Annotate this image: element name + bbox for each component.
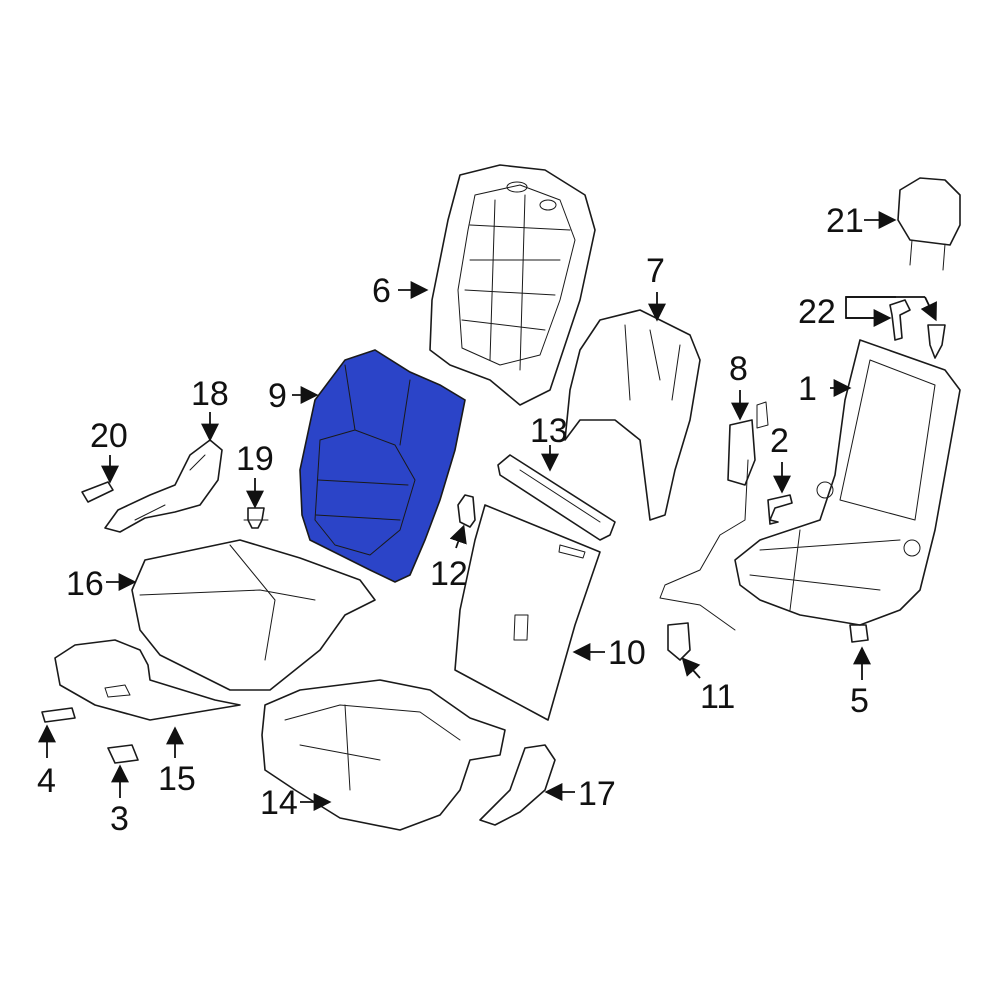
callout-17: 17 — [544, 775, 616, 813]
svg-text:5: 5 — [850, 682, 869, 720]
svg-text:19: 19 — [236, 440, 274, 478]
callout-9: 9 — [268, 377, 319, 415]
callout-12: 12 — [430, 524, 468, 593]
callout-3: 3 — [110, 764, 129, 838]
callout-5: 5 — [850, 646, 871, 720]
svg-text:4: 4 — [37, 762, 56, 800]
part-10-back-panel[interactable] — [454, 504, 601, 721]
svg-text:10: 10 — [608, 634, 646, 672]
svg-text:3: 3 — [110, 800, 129, 838]
callout-18: 18 — [191, 375, 229, 442]
callout-7: 7 — [646, 252, 666, 322]
part-16-seat-cushion-cover[interactable] — [131, 539, 376, 691]
svg-text:15: 15 — [158, 760, 196, 798]
part-21-headrest[interactable] — [897, 177, 961, 271]
svg-text:16: 16 — [66, 565, 104, 603]
svg-text:20: 20 — [90, 417, 128, 455]
callout-22: 22 — [798, 293, 937, 331]
callout-13: 13 — [530, 412, 568, 472]
svg-text:17: 17 — [578, 775, 616, 813]
callout-2: 2 — [770, 422, 791, 494]
part-3-clip[interactable] — [107, 744, 139, 764]
part-22-headrest-guides[interactable] — [889, 299, 946, 359]
part-17-side-shield[interactable] — [479, 744, 556, 826]
svg-text:7: 7 — [646, 252, 665, 290]
svg-text:14: 14 — [260, 784, 298, 822]
svg-text:6: 6 — [372, 272, 391, 310]
callout-20: 20 — [90, 417, 128, 484]
part-4-clip[interactable] — [41, 707, 76, 723]
part-20-switch[interactable] — [81, 481, 114, 503]
callout-1: 1 — [798, 370, 852, 408]
svg-text:22: 22 — [798, 293, 836, 331]
callout-11: 11 — [681, 657, 735, 716]
callout-16: 16 — [66, 565, 137, 603]
callout-10: 10 — [572, 634, 646, 672]
svg-text:2: 2 — [770, 422, 789, 460]
svg-text:12: 12 — [430, 555, 468, 593]
part-13-trim-strip[interactable] — [497, 454, 616, 541]
svg-text:21: 21 — [826, 202, 864, 240]
svg-text:9: 9 — [268, 377, 287, 415]
part-1-seat-frame[interactable] — [734, 339, 961, 626]
callout-21: 21 — [826, 202, 897, 240]
part-15-pad[interactable] — [54, 639, 241, 721]
part-7-seat-back-panel[interactable] — [564, 309, 701, 521]
part-14-seat-cushion[interactable] — [261, 679, 506, 831]
callout-15: 15 — [158, 726, 196, 798]
callout-4: 4 — [37, 724, 56, 800]
svg-text:18: 18 — [191, 375, 229, 413]
callout-8: 8 — [729, 350, 749, 421]
svg-text:1: 1 — [798, 370, 817, 408]
callout-6: 6 — [372, 272, 429, 310]
callout-19: 19 — [236, 440, 274, 509]
part-12-bracket[interactable] — [457, 494, 476, 528]
svg-text:8: 8 — [729, 350, 748, 388]
part-5-clip[interactable] — [849, 624, 869, 643]
part-11-connector[interactable] — [667, 622, 691, 661]
part-9-seat-back-cushion[interactable] — [299, 349, 466, 583]
svg-text:11: 11 — [700, 678, 735, 716]
svg-text:13: 13 — [530, 412, 568, 450]
callout-14: 14 — [260, 784, 332, 822]
part-8-airbag-module[interactable] — [659, 401, 769, 631]
part-2-clip[interactable] — [767, 494, 793, 525]
part-19-fastener[interactable] — [243, 507, 269, 529]
part-6-seat-back-trim[interactable] — [429, 164, 596, 406]
